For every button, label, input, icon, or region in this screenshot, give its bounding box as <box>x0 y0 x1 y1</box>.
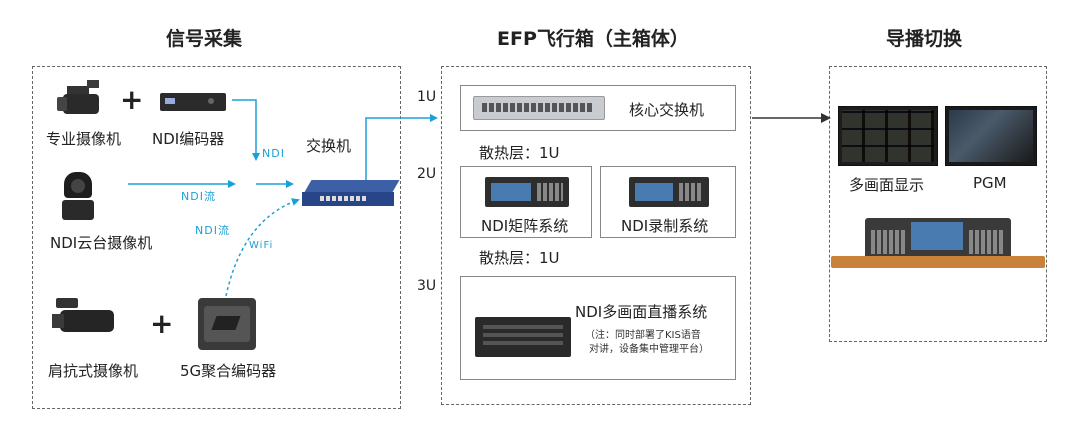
encoder-5g-label: 5G聚合编码器 <box>180 362 277 380</box>
section-title-efp: EFP飞行箱（主箱体） <box>497 28 689 50</box>
switch-label: 交换机 <box>306 137 352 155</box>
matrix-device-icon <box>485 177 569 207</box>
section-title-signal: 信号采集 <box>166 28 243 50</box>
camera-icon <box>57 80 105 122</box>
core-switch-label: 核心交换机 <box>629 101 705 119</box>
recorder-device-icon <box>629 177 709 207</box>
ndi-link-label: NDI <box>262 147 285 160</box>
ptz-camera-icon <box>60 170 96 222</box>
cooling-layer-label: 散热层：1U <box>479 249 560 267</box>
server-chassis-icon <box>475 317 571 357</box>
ndi-matrix-label: NDI矩阵系统 <box>481 217 569 235</box>
director-console-icon <box>831 212 1045 270</box>
ndi-matrix-box: NDI矩阵系统 <box>460 166 592 238</box>
ndi-record-box: NDI录制系统 <box>600 166 736 238</box>
wifi-label: WiFi <box>249 240 274 251</box>
encoder-5g-icon <box>198 298 256 350</box>
efp-panel <box>441 66 751 405</box>
ndi-live-box: NDI多画面直播系统 （注：同时部署了KIS语音 对讲，设备集中管理平台） <box>460 276 736 380</box>
multiview-label: 多画面显示 <box>849 176 925 194</box>
rack-unit-label: 2U <box>417 166 437 182</box>
plus-sign: + <box>150 307 174 340</box>
encoder-box-icon <box>160 93 226 111</box>
ndi-encoder-link <box>232 99 260 161</box>
cooling-layer-label: 散热层：1U <box>479 144 560 162</box>
ptz-camera-label: NDI云台摄像机 <box>50 234 153 252</box>
ndi-live-label: NDI多画面直播系统 <box>575 303 708 321</box>
pgm-label: PGM <box>973 174 1007 192</box>
core-switch-box: 核心交换机 <box>460 85 736 131</box>
rack-switch-icon <box>473 96 605 120</box>
switching-panel <box>829 66 1047 342</box>
ndi-live-note: （注：同时部署了KIS语音 <box>585 330 701 341</box>
ndi-stream-label-2: NDI流 <box>195 224 230 237</box>
ndi-record-label: NDI录制系统 <box>621 217 709 235</box>
ndi-stream-label-1: NDI流 <box>181 190 216 203</box>
ndi-encoder-label: NDI编码器 <box>152 130 225 148</box>
switch-uplink <box>365 114 438 180</box>
shoulder-camera-icon <box>52 296 122 340</box>
rack-unit-label: 1U <box>417 89 437 105</box>
pro-camera-label: 专业摄像机 <box>46 130 122 148</box>
plus-sign: + <box>120 83 144 116</box>
ndi-live-note: 对讲，设备集中管理平台） <box>589 344 709 355</box>
section-title-switching: 导播切换 <box>886 28 963 50</box>
pgm-monitor-icon <box>945 106 1037 166</box>
shoulder-camera-label: 肩抗式摄像机 <box>48 362 139 380</box>
multiview-monitor-icon <box>838 106 938 166</box>
rack-unit-label: 3U <box>417 278 437 294</box>
switch-icon <box>302 180 400 210</box>
signal-panel <box>32 66 401 409</box>
